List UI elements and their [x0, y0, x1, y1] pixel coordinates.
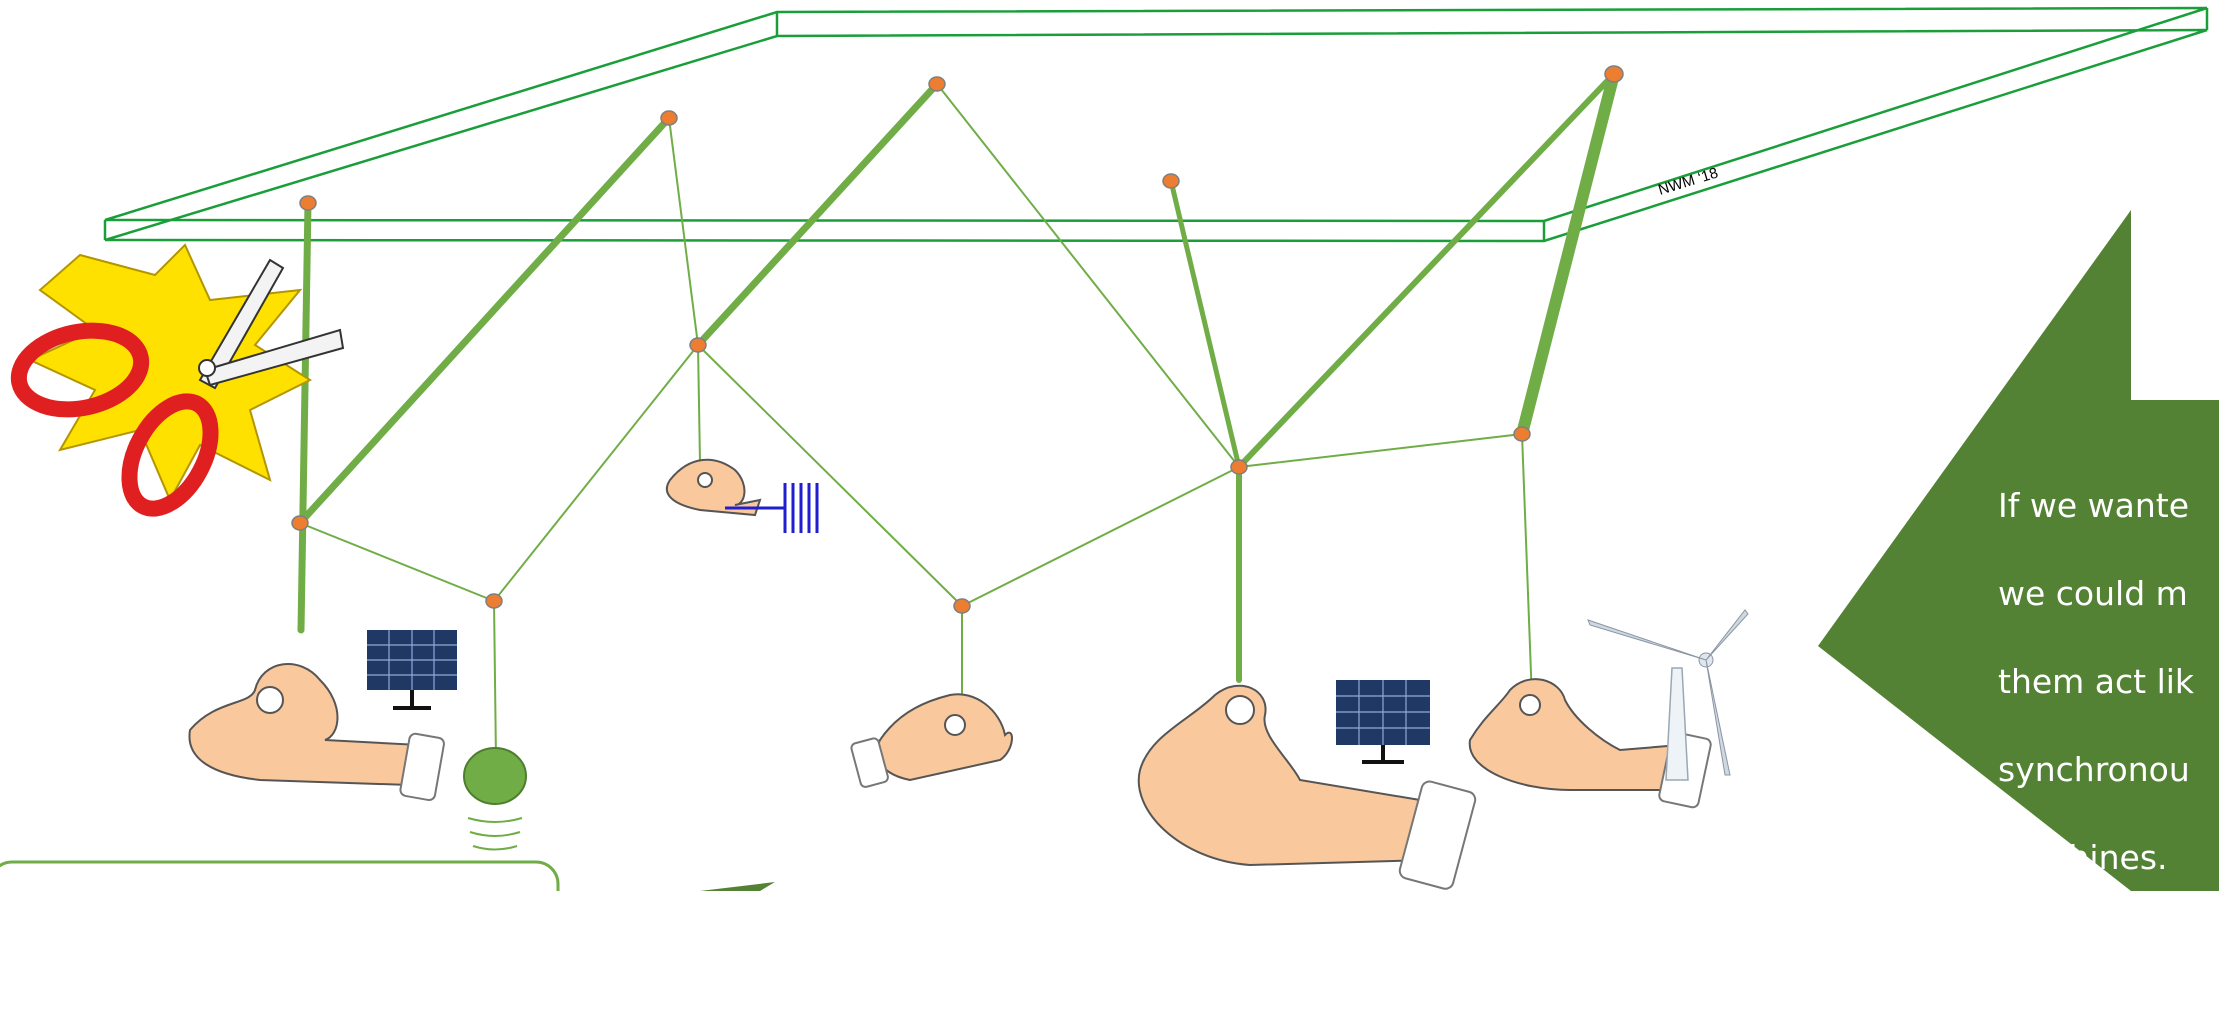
connection-nodes: [291, 65, 1624, 614]
wind-turbine-icon: [1587, 609, 1749, 781]
bottom-center-arrow: [700, 882, 775, 891]
hand-icon: [850, 693, 1013, 788]
marionette-grid-diagram: NWM ‘18: [0, 6, 2219, 891]
callout-line: we could m: [1998, 574, 2188, 613]
node: [1513, 426, 1531, 442]
node: [689, 337, 707, 353]
spinning-mass-icon: [463, 747, 527, 851]
hand-icon: [665, 458, 762, 517]
callout-arrow: [1818, 210, 2219, 891]
node: [291, 515, 309, 531]
control-strings: [296, 68, 1620, 683]
node: [660, 110, 678, 126]
node: [928, 76, 946, 92]
hand-icon: [188, 663, 445, 802]
callout-line: synchronou: [1998, 750, 2190, 789]
solar-panel-icon: [367, 630, 457, 710]
scissors-icon: [10, 243, 345, 517]
node: [1162, 173, 1180, 189]
callout-line: machines.: [1998, 838, 2168, 877]
callout-line: them act lik: [1998, 662, 2195, 701]
capacitor-icon: [725, 483, 819, 533]
network-lines: [299, 83, 1533, 761]
hand-icon: [1468, 678, 1712, 809]
node: [953, 598, 971, 614]
bottom-left-box: [0, 860, 560, 891]
watermark-label: NWM ‘18: [1656, 165, 1720, 199]
node: [485, 593, 503, 609]
callout-line: If we wante: [1998, 486, 2189, 525]
node: [299, 195, 317, 211]
callout-text: If we wante we could m them act lik sync…: [1998, 440, 2219, 1012]
callout-line: can do bett: [1998, 926, 2187, 965]
hand-icon: [1137, 684, 1477, 890]
marionette-controller-frame: [103, 6, 2209, 243]
node: [1230, 459, 1248, 475]
solar-panel-icon: [1336, 680, 1430, 764]
node: [1604, 65, 1624, 83]
